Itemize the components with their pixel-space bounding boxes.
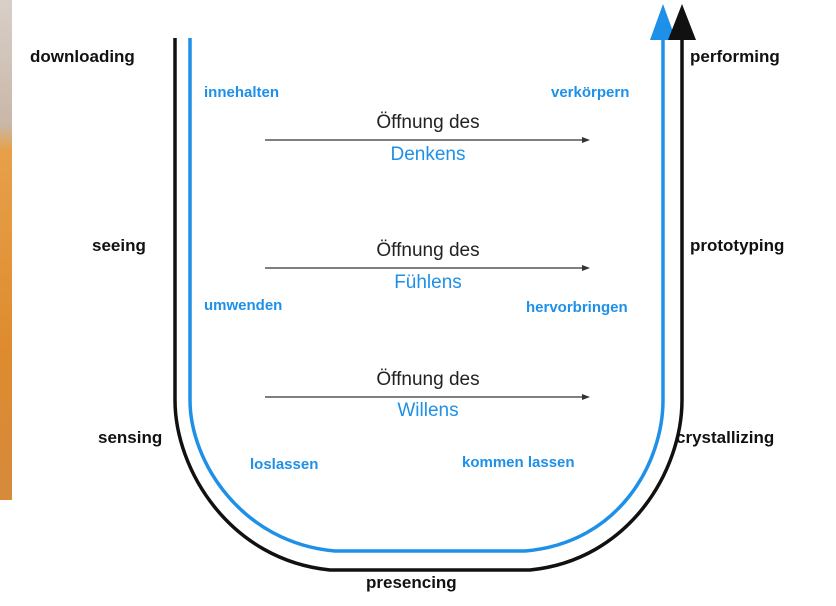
- inner-verkoerpern: verkörpern: [551, 84, 630, 101]
- inner-hervorbringen: hervorbringen: [526, 299, 628, 316]
- inner-loslassen: loslassen: [250, 456, 319, 473]
- stage-crystallizing: crystallizing: [676, 428, 775, 447]
- black-arrow-head: [668, 4, 696, 40]
- inner-innehalten: innehalten: [204, 84, 280, 101]
- opening-3-line2: Willens: [397, 400, 459, 421]
- stage-downloading: downloading: [30, 47, 135, 66]
- inner-kommen-lassen: kommen lassen: [462, 454, 575, 471]
- inner-blue-u-line: [188, 30, 665, 553]
- stage-presencing: presencing: [366, 573, 457, 592]
- opening-1-line1: Öffnung des: [376, 112, 480, 133]
- inner-umwenden: umwenden: [204, 297, 283, 314]
- opening-1-line2: Denkens: [390, 144, 466, 165]
- opening-arrow-2: [265, 265, 590, 271]
- stage-sensing: sensing: [98, 428, 163, 447]
- stage-performing: performing: [690, 47, 780, 66]
- opening-3-line1: Öffnung des: [376, 369, 480, 390]
- stage-prototyping: prototyping: [690, 236, 785, 255]
- photo-edge-strip: [0, 0, 12, 500]
- opening-arrow-1: [265, 137, 590, 143]
- opening-arrow-3: [265, 394, 590, 400]
- outer-black-u-line: [173, 30, 684, 572]
- stage-seeing: seeing: [92, 236, 146, 255]
- opening-2-line2: Fühlens: [394, 272, 462, 293]
- opening-2-line1: Öffnung des: [376, 240, 480, 261]
- blue-arrow-head: [650, 4, 676, 40]
